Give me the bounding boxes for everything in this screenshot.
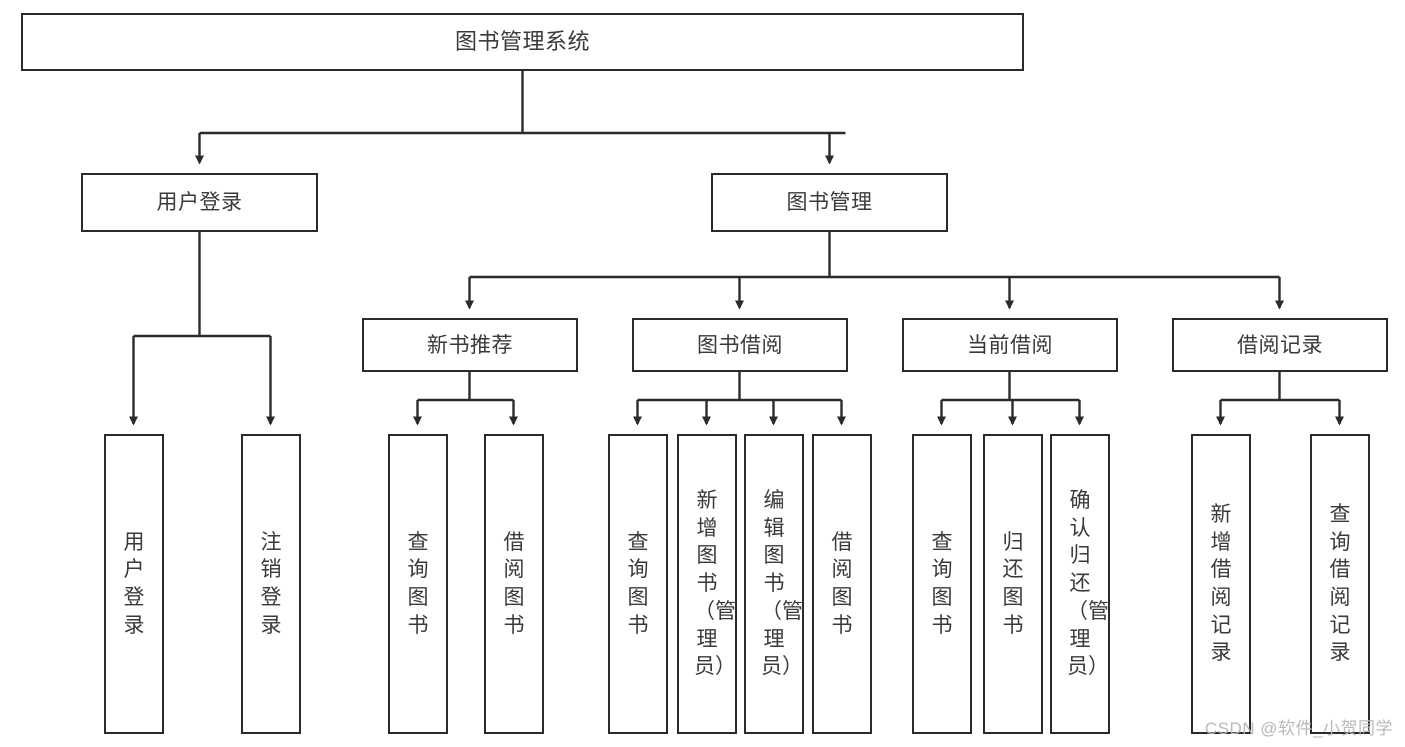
node-label: 借阅记录 — [1237, 333, 1323, 357]
node-leaf-add-book-admin[interactable]: 新增图书（管理员） — [677, 434, 737, 734]
node-label: 用户登录 — [156, 191, 243, 214]
node-label: 图书管理系统 — [454, 29, 590, 54]
node-label: 借阅图书 — [503, 530, 525, 637]
node-label: 注销登录 — [260, 530, 282, 637]
node-label: 新书推荐 — [427, 333, 513, 357]
node-label: 当前借阅 — [967, 333, 1053, 357]
node-label: 图书借阅 — [697, 333, 783, 357]
node-label: 查询借阅记录 — [1329, 502, 1351, 665]
node-user-login[interactable]: 用户登录 — [81, 173, 318, 232]
node-label: 查询图书 — [407, 530, 429, 637]
node-new-book-recommend[interactable]: 新书推荐 — [362, 318, 578, 372]
node-leaf-borrow-book[interactable]: 借阅图书 — [812, 434, 872, 734]
node-leaf-logout[interactable]: 注销登录 — [241, 434, 301, 734]
node-label: 新增图书（管理员） — [694, 488, 736, 679]
node-root-system[interactable]: 图书管理系统 — [21, 13, 1024, 71]
node-label: 查询图书 — [931, 530, 953, 637]
node-leaf-confirm-return-admin[interactable]: 确认归还（管理员） — [1050, 434, 1110, 734]
node-book-management[interactable]: 图书管理 — [711, 173, 948, 232]
node-label: 用户登录 — [123, 530, 145, 637]
node-leaf-edit-book-admin[interactable]: 编辑图书（管理员） — [744, 434, 804, 734]
node-leaf-query-book-current[interactable]: 查询图书 — [912, 434, 972, 734]
node-leaf-user-login[interactable]: 用户登录 — [104, 434, 164, 734]
node-label: 新增借阅记录 — [1210, 502, 1232, 665]
node-label: 借阅图书 — [831, 530, 853, 637]
node-label: 归还图书 — [1002, 530, 1024, 637]
node-borrow-record[interactable]: 借阅记录 — [1172, 318, 1388, 372]
node-label: 查询图书 — [627, 530, 649, 637]
node-leaf-query-borrow-record[interactable]: 查询借阅记录 — [1310, 434, 1370, 734]
node-leaf-add-borrow-record[interactable]: 新增借阅记录 — [1191, 434, 1251, 734]
node-leaf-query-book-newbook[interactable]: 查询图书 — [388, 434, 448, 734]
node-label: 图书管理 — [786, 191, 873, 214]
node-book-borrow[interactable]: 图书借阅 — [632, 318, 848, 372]
node-label: 确认归还（管理员） — [1067, 488, 1109, 679]
node-leaf-query-book-borrow[interactable]: 查询图书 — [608, 434, 668, 734]
node-current-borrow[interactable]: 当前借阅 — [902, 318, 1118, 372]
watermark-text: CSDN @软件_小贺同学 — [1204, 719, 1393, 738]
node-leaf-return-book[interactable]: 归还图书 — [983, 434, 1043, 734]
node-label: 编辑图书（管理员） — [761, 488, 803, 679]
node-leaf-borrow-book-newbook[interactable]: 借阅图书 — [484, 434, 544, 734]
